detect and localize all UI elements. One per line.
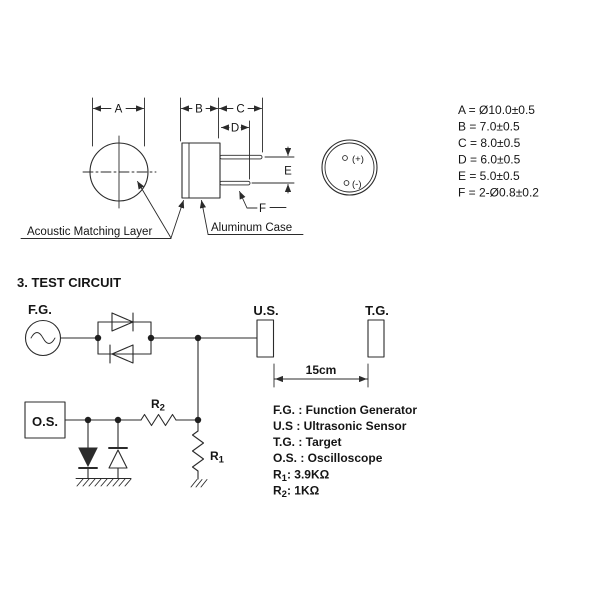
- dim-value-e: E = 5.0±0.5: [458, 169, 520, 183]
- diode-left-icon: [111, 344, 134, 364]
- dim-value-b: B = 7.0±0.5: [458, 120, 520, 134]
- negative-pin-hole: [343, 180, 350, 186]
- rear-inner-circle: [324, 142, 375, 193]
- oscilloscope-symbol: O.S.: [24, 401, 66, 439]
- positive-pin-label: (+): [352, 154, 364, 165]
- oscilloscope-box: [24, 401, 66, 439]
- r2-zigzag: [140, 413, 177, 427]
- r1-zigzag: [191, 430, 205, 472]
- diode-up-icon: [108, 449, 128, 469]
- top-pin: [219, 154, 263, 160]
- callout-matching-layer: Acoustic Matching Layer: [20, 181, 185, 239]
- aluminum-case-body: [181, 142, 221, 199]
- r2-label: R2: [151, 397, 165, 414]
- rear-outer-circle: [321, 139, 378, 196]
- extension-lines: [92, 97, 295, 184]
- ground-symbol-r1: [190, 479, 208, 488]
- dim-value-d: D = 6.0±0.5: [458, 153, 521, 167]
- dim-letter-f: F: [259, 203, 266, 215]
- negative-pin-label: (-): [352, 179, 362, 190]
- legend-fg: F.G. : Function Generator: [273, 403, 417, 417]
- legend-us: U.S : Ultrasonic Sensor: [273, 419, 407, 433]
- ultrasonic-sensor-box: [256, 319, 275, 358]
- callout-aluminum-case: Aluminum Case: [199, 200, 304, 235]
- front-view-drawing: [82, 135, 157, 209]
- mechanical-drawing-section: A B C D E F: [20, 97, 539, 239]
- rear-view-drawing: (+) (-): [321, 139, 378, 196]
- dimension-table: A = Ø10.0±0.5 B = 7.0±0.5 C = 8.0±0.5 D …: [458, 103, 539, 200]
- dim-value-a: A = Ø10.0±0.5: [458, 103, 535, 117]
- dim-letter-c: C: [236, 104, 244, 116]
- legend-r2: R2: 1KΩ: [273, 484, 320, 501]
- circuit-legend: F.G. : Function Generator U.S : Ultrason…: [273, 403, 417, 500]
- sine-wave-icon: [30, 332, 56, 344]
- dimension-f: F: [239, 191, 287, 215]
- us-label: U.S.: [253, 303, 278, 318]
- resistor-r1: R1: [191, 430, 225, 472]
- diode-down-icon: [78, 447, 98, 468]
- legend-os: O.S. : Oscilloscope: [273, 451, 383, 465]
- target-box: [367, 319, 385, 358]
- dim-letter-e: E: [284, 166, 292, 178]
- function-generator-symbol: F.G.: [24, 302, 62, 357]
- resistor-r2: R2: [140, 397, 177, 427]
- clamp-diode-right: [108, 447, 128, 469]
- antiparallel-diode-pair: [109, 312, 134, 364]
- aluminum-case-label: Aluminum Case: [211, 222, 292, 234]
- legend-tg: T.G. : Target: [273, 435, 341, 449]
- test-circuit-section: 3. TEST CIRCUIT F.G.: [17, 275, 417, 500]
- tg-label: T.G.: [365, 303, 389, 318]
- junction-dots: [84, 334, 202, 424]
- fg-label: F.G.: [28, 302, 52, 317]
- dimension-e: E: [284, 146, 292, 194]
- os-label: O.S.: [32, 414, 58, 429]
- dim-letter-a: A: [115, 104, 123, 116]
- clamp-diode-left: [78, 447, 98, 469]
- dimension-b: B: [181, 104, 218, 116]
- bottom-pin: [219, 180, 251, 186]
- side-view-drawing: [181, 142, 263, 199]
- sensor-target-setup: U.S. T.G. 15cm: [253, 303, 389, 388]
- positive-pin-hole: [342, 155, 348, 161]
- section-heading: 3. TEST CIRCUIT: [17, 275, 121, 290]
- distance-label: 15cm: [306, 363, 337, 377]
- circuit-wires: [59, 321, 258, 480]
- r1-label: R1: [210, 449, 225, 466]
- dimension-a: A: [93, 104, 144, 116]
- legend-r1: R1: 3.9KΩ: [273, 468, 330, 485]
- matching-layer-label: Acoustic Matching Layer: [27, 226, 152, 238]
- dim-value-c: C = 8.0±0.5: [458, 136, 521, 150]
- dim-letter-b: B: [195, 104, 203, 116]
- dimension-d: D: [221, 123, 249, 135]
- diode-right-icon: [111, 312, 134, 332]
- dim-value-f: F = 2-Ø0.8±0.2: [458, 186, 539, 200]
- dim-letter-d: D: [231, 123, 239, 135]
- dimension-c: C: [219, 104, 262, 116]
- ground-symbol-diodes: [75, 478, 132, 487]
